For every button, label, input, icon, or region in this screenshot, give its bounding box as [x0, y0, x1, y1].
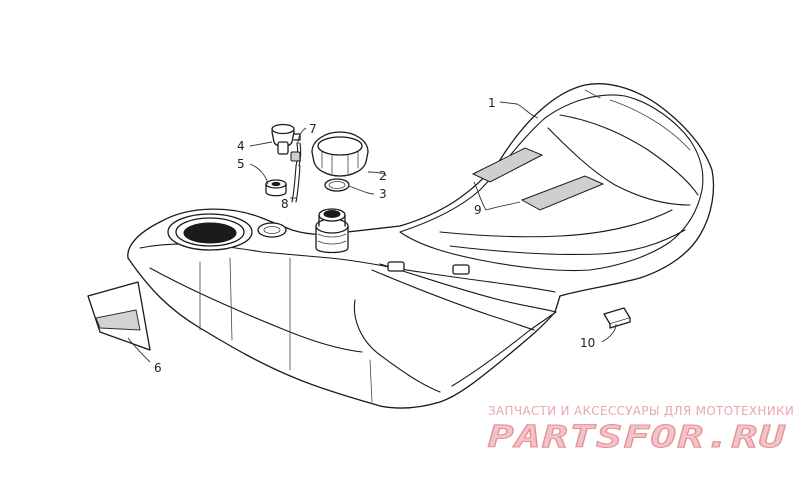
- decal-9-front: [471, 147, 544, 183]
- watermark-tagline: ЗАПЧАСТИ И АКСЕССУАРЫ ДЛЯ МОТОТЕХНИКИ: [488, 404, 794, 418]
- callout-6: 6: [154, 361, 162, 375]
- tank-tab-left: [387, 261, 405, 272]
- callout-8: 8: [281, 197, 289, 211]
- callout-3: 3: [379, 187, 387, 201]
- fuel-cap: [311, 131, 369, 177]
- watermark: ЗАПЧАСТИ И АКСЕССУАРЫ ДЛЯ МОТОТЕХНИКИ PA…: [488, 404, 794, 456]
- vent-valve: [271, 123, 301, 155]
- filler-neck: [315, 208, 349, 254]
- warning-decal: [87, 281, 151, 351]
- fuel-pump-opening: [167, 213, 253, 251]
- vent-hose: [290, 142, 302, 203]
- callout-1: 1: [488, 96, 496, 110]
- callout-5: 5: [237, 157, 245, 171]
- tank-tab-right: [452, 264, 470, 275]
- leader-lines: [127, 101, 617, 363]
- watermark-logo: PARTSFOR.RU: [488, 420, 786, 455]
- callout-2: 2: [379, 169, 387, 183]
- tank-side-panel: [353, 299, 441, 393]
- rubber-bumper: [603, 307, 631, 329]
- callout-labels: 1 2 3 4 5 6 7 8 9 10: [154, 96, 595, 375]
- grommet-seat: [257, 222, 287, 238]
- decal-9-rear: [520, 175, 605, 211]
- grommet: [265, 179, 287, 197]
- callout-7: 7: [309, 122, 317, 136]
- fuel-tank: [127, 83, 715, 409]
- tank-lower-crease: [149, 267, 363, 353]
- o-ring-gasket: [324, 178, 350, 192]
- callout-10: 10: [580, 336, 595, 350]
- callout-4: 4: [237, 139, 245, 153]
- callout-9: 9: [474, 203, 482, 217]
- tank-front-flange: [379, 263, 557, 387]
